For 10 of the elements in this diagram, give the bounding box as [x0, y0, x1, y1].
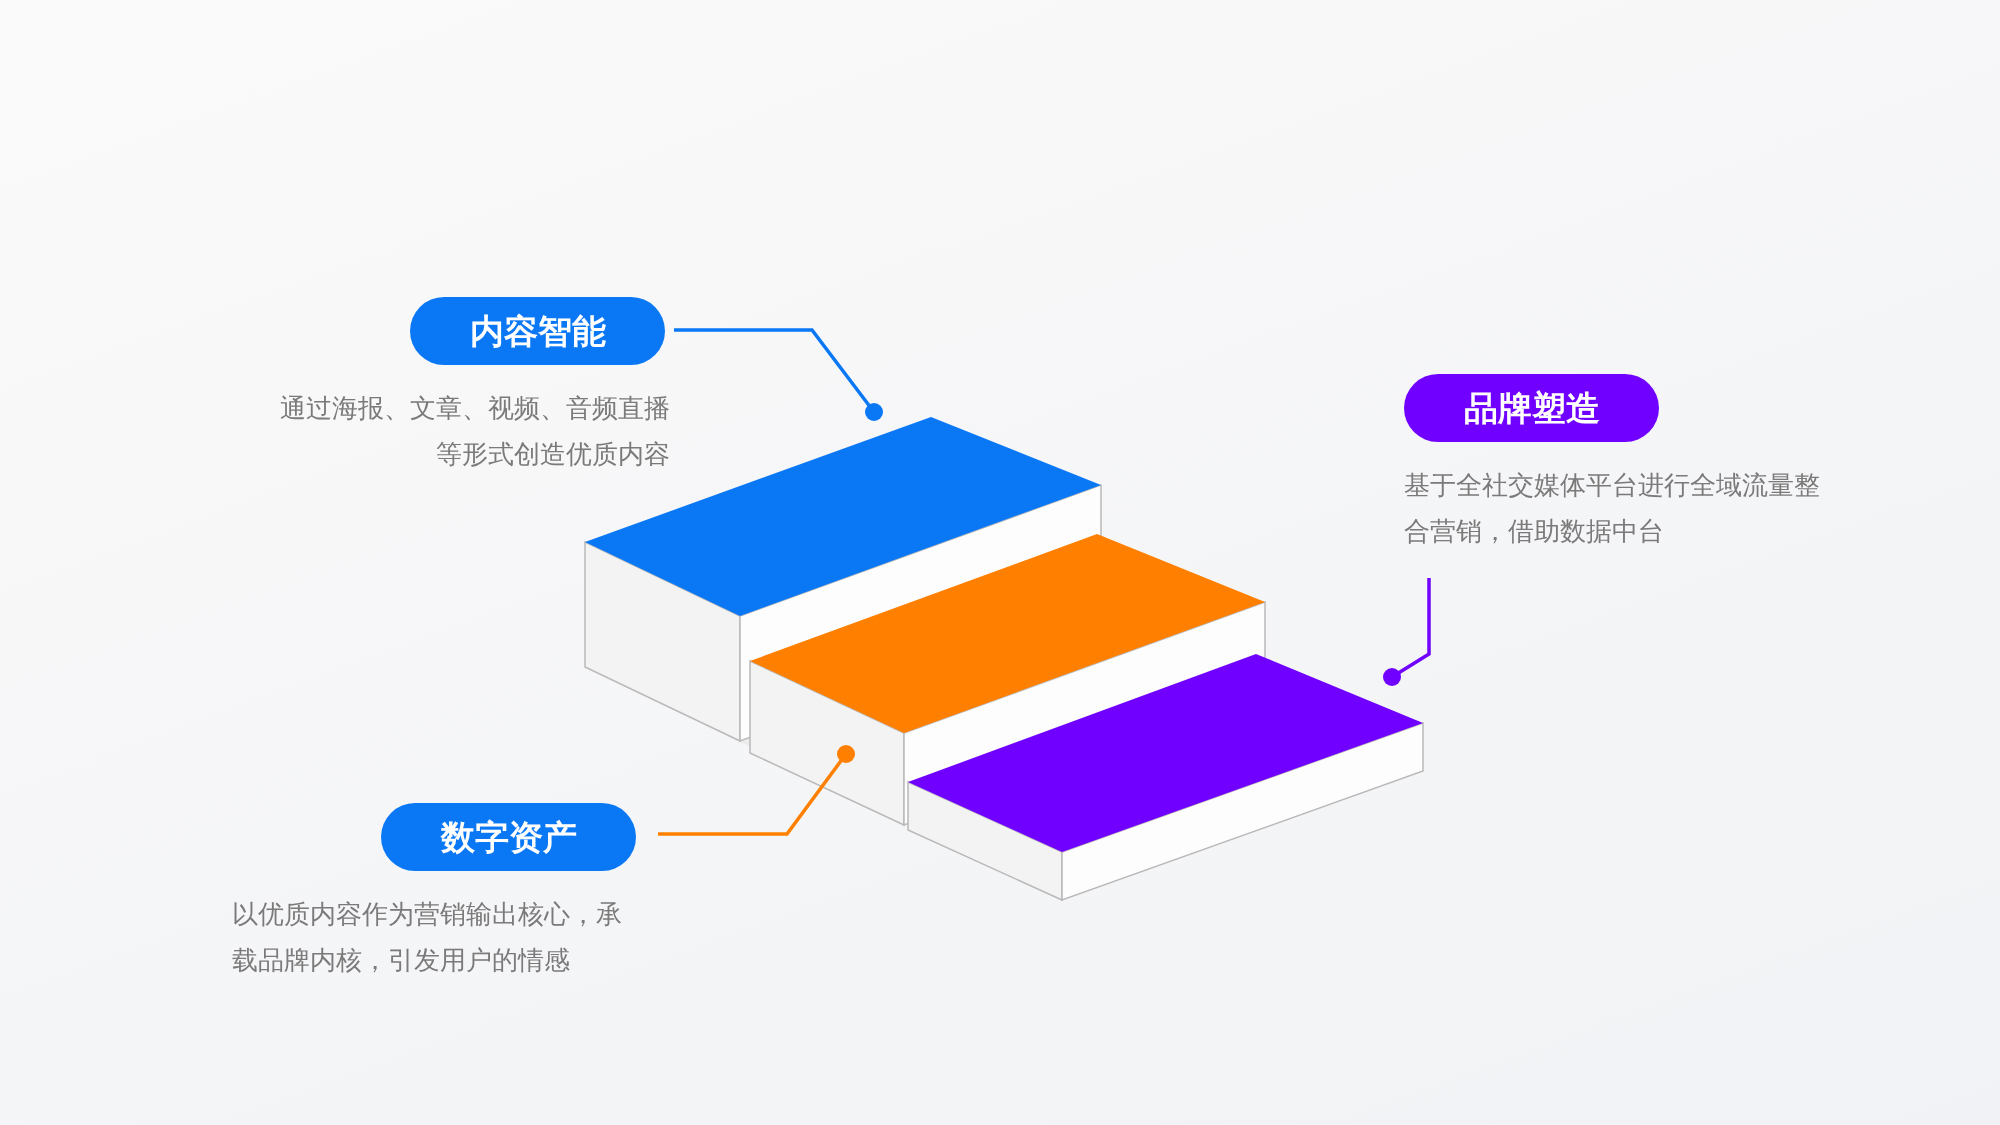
description-text: 通过海报、文章、视频、音频直播等形式创造优质内容 — [279, 392, 670, 471]
leader-line — [674, 328, 883, 421]
label-pill: 数字资产 — [381, 803, 636, 871]
description-text: 基于全社交媒体平台进行全域流量整合营销，借助数据中台 — [1404, 469, 1821, 548]
label-pill: 品牌塑造 — [1404, 374, 1659, 442]
label-pill: 内容智能 — [410, 297, 665, 365]
leader-line — [1383, 578, 1431, 686]
leader-line — [658, 745, 855, 836]
step-block — [907, 654, 1424, 902]
description-text: 以优质内容作为营销输出核心，承载品牌内核，引发用户的情感 — [232, 898, 623, 977]
